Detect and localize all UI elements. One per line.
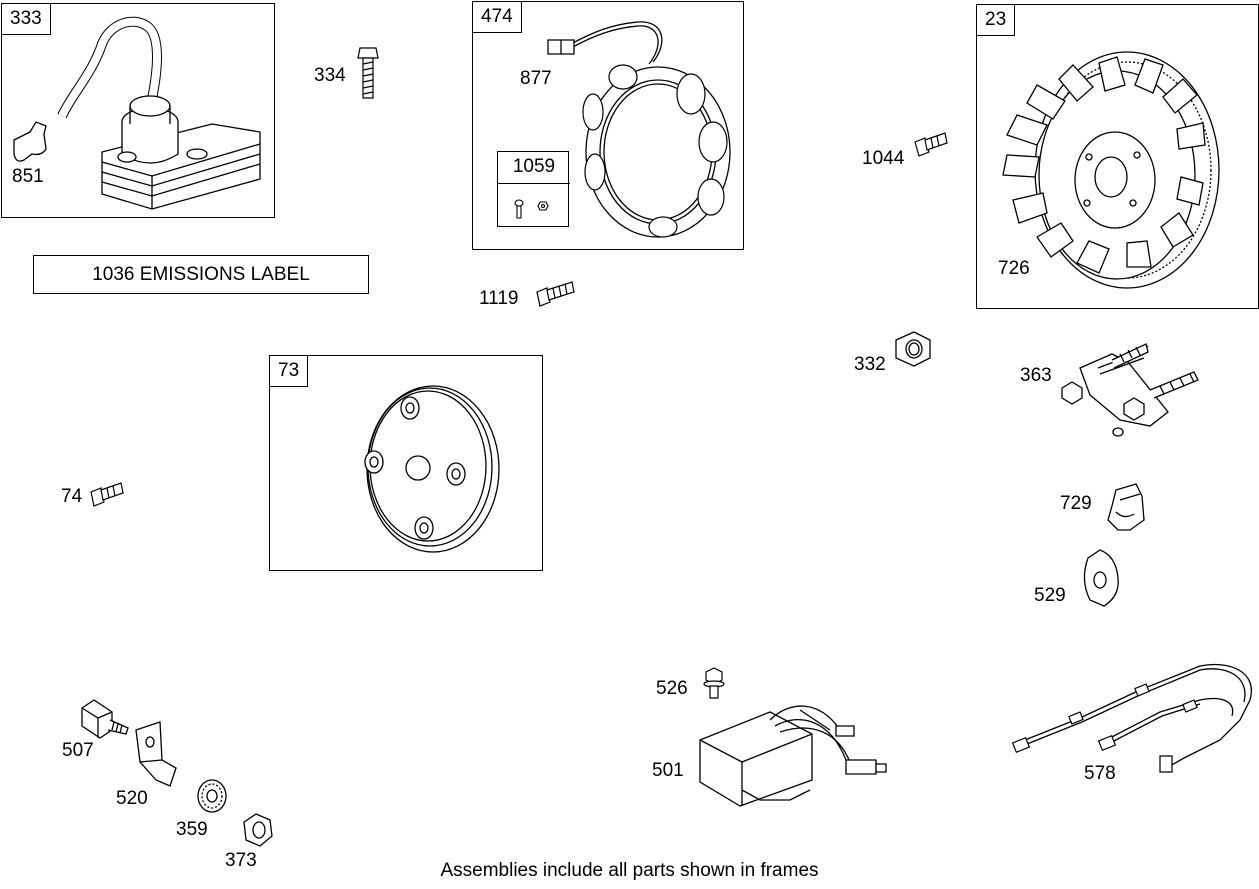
part-label-1044: 1044: [862, 148, 905, 169]
bolt-334-icon: [0, 0, 400, 120]
frame-1059: 1059: [497, 151, 570, 228]
part-label-363: 363: [1020, 365, 1052, 386]
part-label-332: 332: [854, 354, 886, 375]
bolt-1119-icon: [0, 0, 600, 320]
frame-73: 73: [269, 355, 543, 571]
bolt-1044-icon: [0, 0, 960, 170]
part-label-1119: 1119: [479, 288, 519, 309]
part-label-529: 529: [1034, 585, 1066, 606]
part-label-578: 578: [1084, 763, 1116, 784]
part-label-877: 877: [520, 68, 552, 89]
nut-332-icon: [0, 0, 960, 400]
part-label-373: 373: [225, 850, 257, 871]
grommet-529-icon: [0, 0, 1160, 620]
frame-333-tag: 333: [2, 4, 51, 35]
part-label-501: 501: [652, 760, 684, 781]
clip-729-icon: [0, 0, 1160, 540]
part-label-729: 729: [1060, 493, 1092, 514]
part-label-359: 359: [176, 819, 208, 840]
frame-1059-tag: 1059: [498, 152, 570, 184]
footer-note: Assemblies include all parts shown in fr…: [440, 860, 819, 881]
nut-373-icon: [0, 0, 290, 860]
frame-474: 474: [472, 1, 744, 250]
stator-drawing: [473, 2, 745, 251]
screw-526-icon: [0, 0, 740, 700]
frame-23-tag: 23: [977, 5, 1016, 36]
bracket-520-icon: [0, 0, 200, 800]
part-label-526: 526: [656, 678, 688, 699]
screw-and-nut-icon: [498, 152, 570, 228]
washer-359-icon: [0, 0, 260, 830]
bracket-363-icon: [0, 0, 1220, 440]
part-label-851: 851: [12, 166, 44, 187]
frame-474-tag: 474: [473, 2, 522, 33]
frame-73-tag: 73: [270, 356, 309, 387]
part-label-520: 520: [116, 788, 148, 809]
part-label-507: 507: [62, 740, 94, 761]
terminal-507-icon: [0, 0, 200, 760]
harness-578-icon: [0, 0, 1259, 800]
frame-333: 333: [1, 3, 275, 218]
regulator-501-icon: [0, 0, 900, 820]
bolt-74-icon: [0, 0, 130, 510]
part-label-726: 726: [998, 258, 1030, 279]
flywheel-drawing: [977, 5, 1259, 310]
part-label-74: 74: [61, 486, 83, 507]
emissions-label-box: 1036 EMISSIONS LABEL: [33, 255, 369, 294]
part-label-334: 334: [314, 65, 346, 86]
frame-23: 23: [976, 4, 1259, 309]
cover-plate-drawing: [270, 356, 544, 572]
ignition-coil-drawing: [2, 4, 276, 219]
